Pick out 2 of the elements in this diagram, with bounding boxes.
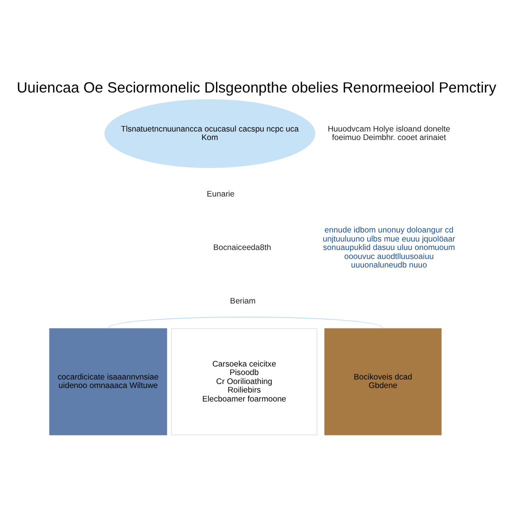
diagram-title: Uuiencaa Oe Seciormonelic Dlsgeonpthe obelies Renormeeiool Pemctiry [16,80,496,96]
connector [107,316,383,328]
